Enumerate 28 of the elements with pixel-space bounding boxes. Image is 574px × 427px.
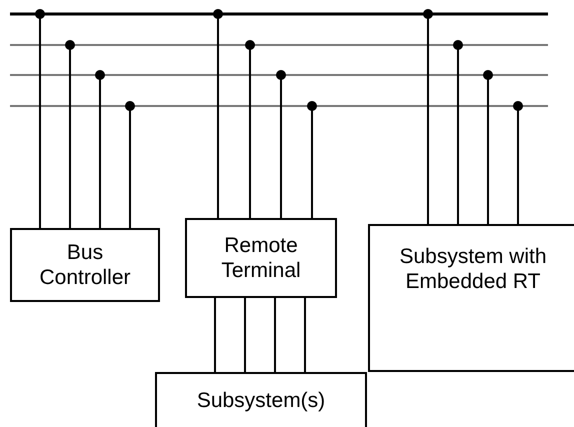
box-label: Subsystem(s)	[196, 388, 326, 413]
connection-line	[274, 298, 276, 372]
connection-line	[213, 9, 223, 218]
connection-line	[245, 40, 255, 218]
bus-line	[10, 105, 548, 107]
system-box	[185, 218, 337, 298]
box-label: Remote Terminal	[220, 233, 302, 283]
system-box	[155, 372, 367, 427]
box-label: Subsystem with Embedded RT	[398, 244, 548, 294]
connection-line	[35, 9, 45, 228]
system-box	[368, 224, 574, 372]
connection-line	[244, 298, 246, 372]
connection-line	[214, 298, 216, 372]
connection-line	[65, 40, 75, 228]
connection-line	[423, 9, 433, 224]
connection-line	[453, 40, 463, 224]
connection-line	[304, 298, 306, 372]
bus-line	[10, 12, 548, 16]
connection-line	[307, 101, 317, 218]
connection-line	[95, 70, 105, 228]
system-box	[10, 228, 160, 302]
bus-line	[10, 44, 548, 46]
connection-line	[513, 101, 523, 224]
connection-line	[276, 70, 286, 218]
connection-line	[483, 70, 493, 224]
connection-line	[125, 101, 135, 228]
box-label: Bus Controller	[39, 240, 131, 290]
bus-line	[10, 74, 548, 76]
